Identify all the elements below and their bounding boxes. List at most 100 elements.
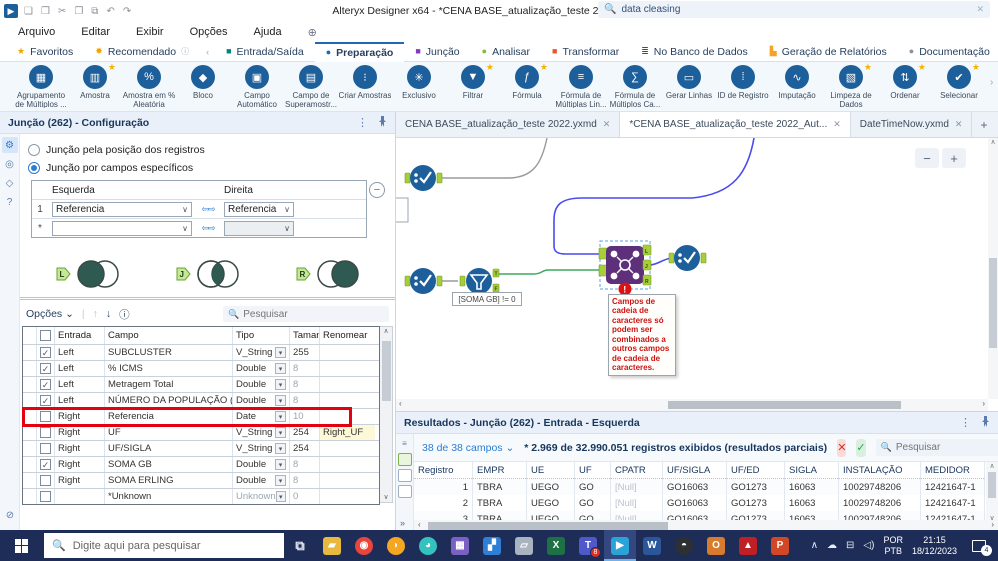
results-hscrollbar[interactable]: ‹› <box>414 520 998 532</box>
tool-f-rmula-de-m-ltiplas-lin[interactable]: ≡Fórmula de Múltiplas Lin... <box>554 65 608 108</box>
quick-icon-1[interactable]: ❒ <box>40 5 50 17</box>
document-tab[interactable]: *CENA BASE_atualização_teste 2022_Aut...… <box>620 112 851 137</box>
renomear-cell[interactable] <box>319 457 375 472</box>
zoom-in-button[interactable]: + <box>942 148 966 168</box>
renomear-cell[interactable] <box>319 345 375 360</box>
venn-diagram-icon[interactable] <box>313 256 365 292</box>
pin-icon[interactable] <box>378 115 387 130</box>
checkbox-icon[interactable]: ✓ <box>40 459 51 470</box>
select-tool-node[interactable] <box>404 165 443 191</box>
tool-bloco[interactable]: ◆Bloco <box>176 65 230 108</box>
target-icon[interactable]: ◎ <box>5 158 14 170</box>
info-icon[interactable]: ⓘ <box>119 308 130 321</box>
gear-icon[interactable]: ⚙ <box>1 137 18 153</box>
left-field-dropdown[interactable]: ∨ <box>52 220 192 236</box>
quick-icon-0[interactable]: ❏ <box>24 5 33 17</box>
checkbox-icon[interactable] <box>40 475 51 486</box>
menu-opções[interactable]: Opções <box>189 26 228 38</box>
results-column-instala-o[interactable]: INSTALAÇÃO <box>838 462 920 479</box>
tipo-dropdown[interactable]: Double▾ <box>236 475 286 486</box>
new-tab-button[interactable]: + <box>980 117 988 132</box>
globe-icon[interactable]: ⊕ <box>307 26 317 39</box>
category-tab-documenta-o[interactable]: ●Documentação <box>898 42 998 62</box>
tag-icon[interactable]: ◇ <box>5 177 14 189</box>
taskbar-icon-acrobat[interactable]: ▲ <box>732 530 764 561</box>
quick-icon-4[interactable]: ⧉ <box>91 5 99 17</box>
select-tool-node[interactable] <box>668 245 707 271</box>
venn-toggle-l[interactable]: L <box>56 256 125 292</box>
tray-expand-icon[interactable]: ∧ <box>810 540 819 551</box>
tipo-dropdown[interactable]: Double▾ <box>236 395 286 406</box>
results-column-ue[interactable]: UE <box>526 462 574 479</box>
results-column-medidor[interactable]: MEDIDOR <box>920 462 984 479</box>
checkbox-icon[interactable] <box>40 427 51 438</box>
results-column-uf[interactable]: UF <box>574 462 610 479</box>
menu-exibir[interactable]: Exibir <box>136 26 164 38</box>
tool-amostra-em-aleat-ria[interactable]: %Amostra em % Aleatória <box>122 65 176 108</box>
radio-off-icon[interactable] <box>28 144 40 156</box>
tool-filtrar[interactable]: ★▼Filtrar <box>446 62 500 108</box>
tool-id-de-registro[interactable]: ⁞ID de Registro <box>716 65 770 108</box>
menu-ajuda[interactable]: Ajuda <box>253 26 282 38</box>
global-search-box[interactable]: 🔍 ✕ <box>598 1 990 18</box>
venn-diagram-icon[interactable] <box>193 256 245 292</box>
tipo-dropdown[interactable]: Double▾ <box>236 459 286 470</box>
join-tool-node[interactable]: L J R ! <box>598 240 652 296</box>
options-dropdown[interactable]: Opções ⌄ <box>26 308 74 320</box>
right-field-dropdown[interactable]: Referencia∨ <box>224 201 294 217</box>
checkbox-icon[interactable]: ✓ <box>40 363 51 374</box>
tipo-dropdown[interactable]: V_String▾ <box>236 443 286 454</box>
global-search-input[interactable] <box>621 4 977 15</box>
zoom-out-button[interactable]: − <box>915 148 939 168</box>
battery-icon[interactable]: ⊟ <box>846 540 855 551</box>
annotation-box[interactable] <box>396 197 409 223</box>
tools-scroll-right-icon[interactable]: › <box>990 77 994 88</box>
tool-exclusivo[interactable]: ✳Exclusivo <box>392 65 446 108</box>
strip-more-icon[interactable]: » <box>400 518 406 528</box>
remove-row-button[interactable]: − <box>369 182 385 198</box>
errors-filter-button[interactable]: ✕ <box>837 438 847 457</box>
taskbar-icon-outlook[interactable]: O <box>700 530 732 561</box>
quick-icon-3[interactable]: ❐ <box>74 5 84 17</box>
filter-annotation[interactable]: [SOMA GB] != 0 <box>452 292 522 306</box>
help-icon[interactable]: ? <box>6 196 13 208</box>
left-field-dropdown[interactable]: Referencia∨ <box>52 201 192 217</box>
document-tab[interactable]: DateTimeNow.yxmd✕ <box>851 112 973 137</box>
renomear-cell[interactable] <box>319 361 375 376</box>
canvas-vscrollbar[interactable]: ∧ <box>988 138 998 399</box>
checkbox-icon[interactable] <box>40 411 51 422</box>
start-button[interactable] <box>0 530 44 561</box>
taskbar-icon-photos[interactable]: ◓ <box>668 530 700 561</box>
canvas-hscrollbar[interactable]: ‹› <box>396 399 988 411</box>
taskbar-icon-store[interactable]: ▞ <box>476 530 508 561</box>
tool-campo-de-superamostr[interactable]: ▤Campo de Superamostr... <box>284 65 338 108</box>
category-tab-transformar[interactable]: ■Transformar <box>541 42 630 62</box>
tool-imputa-o[interactable]: ∿Imputação <box>770 65 824 108</box>
view-left-input[interactable] <box>397 453 412 466</box>
menu-editar[interactable]: Editar <box>81 26 111 38</box>
renomear-cell[interactable] <box>319 393 375 408</box>
results-vscrollbar[interactable]: ∧∨ <box>986 462 998 522</box>
tool-selecionar[interactable]: ★✔Selecionar <box>932 62 986 108</box>
renomear-cell[interactable] <box>319 489 375 504</box>
results-column-registro[interactable]: Registro <box>414 462 472 479</box>
tool-criar-amostras[interactable]: ⁝Criar Amostras <box>338 65 392 108</box>
venn-toggle-j[interactable]: J <box>176 256 245 292</box>
clear-search-icon[interactable]: ✕ <box>976 4 984 14</box>
close-tab-icon[interactable]: ✕ <box>602 119 611 129</box>
renomear-cell[interactable] <box>319 473 375 488</box>
swap-arrows-icon[interactable]: ⇦⇨ <box>201 222 215 233</box>
panel-splitter[interactable] <box>20 297 395 300</box>
results-column-empr[interactable]: EMPR <box>472 462 526 479</box>
move-down-icon[interactable]: ↓ <box>105 308 112 320</box>
taskbar-icon-sticky-notes[interactable]: ▱ <box>508 530 540 561</box>
taskbar-search-box[interactable]: 🔍 Digite aqui para pesquisar <box>44 533 284 558</box>
